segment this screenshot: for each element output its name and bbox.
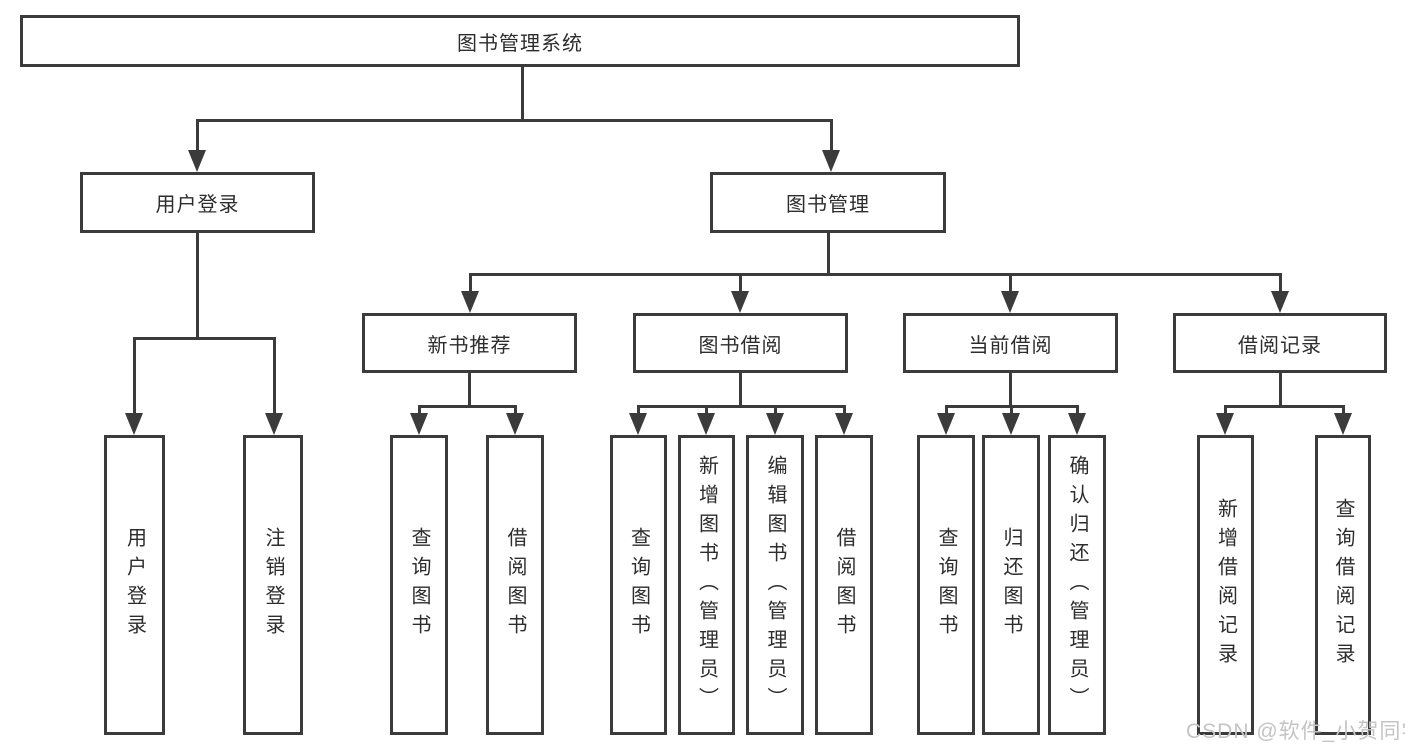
node-new-book-recommend-label: 新书推荐 [427,334,512,357]
arrow-to-cb-confirm [1068,413,1086,435]
arrow-to-nb-query [410,413,428,435]
leaf-user-login-label: 用户登录 [123,527,146,643]
node-user-login: 用户登录 [80,172,315,233]
arrow-to-book-borrow [731,291,749,313]
leaf-user-login: 用户登录 [104,435,165,735]
leaf-br-add-record: 新增借阅记录 [1197,435,1254,735]
connector-drop-bb-add [705,405,708,417]
leaf-cb-confirm-return-admin: 确认归还（管理员） [1048,435,1106,735]
arrow-to-new-book [461,291,479,313]
connector-drop-cb-return [1010,405,1013,417]
arrow-to-user-login [188,150,206,172]
arrow-to-leaf-logout [265,413,283,435]
node-book-borrow-label: 图书借阅 [698,334,783,357]
leaf-nb-query-books: 查询图书 [390,435,448,735]
node-current-borrow: 当前借阅 [903,313,1118,373]
connector-book-management-trunk [827,233,830,276]
leaf-bb-query-books: 查询图书 [610,435,667,735]
leaf-bb-borrow-books-label: 借阅图书 [833,527,855,643]
connector-drop-bb-query [637,405,640,417]
node-book-management: 图书管理 [710,172,946,233]
arrow-to-bb-add [697,413,715,435]
leaf-cb-query-books: 查询图书 [917,435,975,735]
connector-drop-cb-query [945,405,948,417]
connector-book-borrow-trunk [739,373,742,407]
arrow-to-br-query [1334,413,1352,435]
leaf-cb-query-books-label: 查询图书 [935,527,957,643]
leaf-bb-edit-books-admin: 编辑图书（管理员） [746,435,804,735]
connector-user-login-bar [133,337,276,340]
connector-current-borrow-trunk [1009,373,1012,407]
connector-user-login-trunk [196,233,199,340]
node-borrow-record-label: 借阅记录 [1238,334,1322,357]
leaf-cb-confirm-return-admin-label: 确认归还（管理员） [1066,454,1088,716]
leaf-cb-return-books: 归还图书 [982,435,1040,735]
arrow-to-borrow-record [1271,291,1289,313]
node-new-book-recommend: 新书推荐 [362,313,577,373]
leaf-logout-label: 注销登录 [262,527,284,643]
connector-drop-bb-borrow [843,405,846,417]
arrow-to-cb-query [937,413,955,435]
arrow-to-current-borrow [1001,291,1019,313]
connector-drop-book-management [830,119,833,154]
leaf-logout: 注销登录 [243,435,303,735]
node-library-management-system-label: 图书管理系统 [457,32,583,55]
node-current-borrow-label: 当前借阅 [968,334,1053,357]
connector-borrow-record-bar [1224,405,1344,408]
connector-drop-user-login [196,119,199,154]
node-user-login-label: 用户登录 [155,194,240,216]
connector-root-bar [196,119,832,122]
connector-drop-current-borrow [1009,273,1012,295]
connector-new-book-bar [418,405,516,408]
arrow-to-bb-borrow [835,413,853,435]
connector-root-trunk [521,66,524,120]
leaf-bb-query-books-label: 查询图书 [627,527,650,643]
csdn-watermark: CSDN @软件_小贺同学 [1186,720,1405,743]
node-book-management-label: 图书管理 [786,194,870,216]
leaf-cb-return-books-label: 归还图书 [1000,527,1022,643]
connector-drop-book-borrow [739,273,742,295]
arrow-to-book-management [822,150,840,172]
connector-drop-br-add [1224,405,1227,417]
connector-drop-leaf-logout [273,337,276,417]
leaf-nb-query-books-label: 查询图书 [408,527,430,643]
connector-drop-bb-edit [774,405,777,417]
leaf-nb-borrow-books-label: 借阅图书 [504,527,526,643]
leaf-bb-borrow-books: 借阅图书 [815,435,873,735]
connector-drop-cb-confirm [1076,405,1079,417]
arrow-to-bb-edit [766,413,784,435]
leaf-br-query-record: 查询借阅记录 [1315,435,1371,735]
connector-new-book-trunk [468,373,471,407]
connector-book-borrow-bar [637,405,845,408]
connector-book-management-bar [469,273,1282,276]
connector-drop-new-book [469,273,472,295]
connector-drop-leaf-user-login [133,337,136,417]
leaf-bb-edit-books-admin-label: 编辑图书（管理员） [764,454,786,716]
connector-drop-nb-query [418,405,421,417]
leaf-br-query-record-label: 查询借阅记录 [1332,498,1354,672]
arrow-to-bb-query [629,413,647,435]
connector-drop-br-query [1342,405,1345,417]
connector-drop-borrow-record [1279,273,1282,295]
arrow-to-leaf-user-login [125,413,143,435]
arrow-to-cb-return [1002,413,1020,435]
arrow-to-nb-borrow [506,413,524,435]
leaf-nb-borrow-books: 借阅图书 [486,435,544,735]
connector-borrow-record-trunk [1279,373,1282,407]
node-library-management-system: 图书管理系统 [20,15,1020,67]
node-borrow-record: 借阅记录 [1173,313,1387,373]
node-book-borrow: 图书借阅 [633,313,848,373]
leaf-br-add-record-label: 新增借阅记录 [1214,498,1237,672]
arrow-to-br-add [1216,413,1234,435]
leaf-bb-add-books-admin-label: 新增图书（管理员） [695,454,718,716]
connector-drop-nb-borrow [514,405,517,417]
leaf-bb-add-books-admin: 新增图书（管理员） [678,435,735,735]
